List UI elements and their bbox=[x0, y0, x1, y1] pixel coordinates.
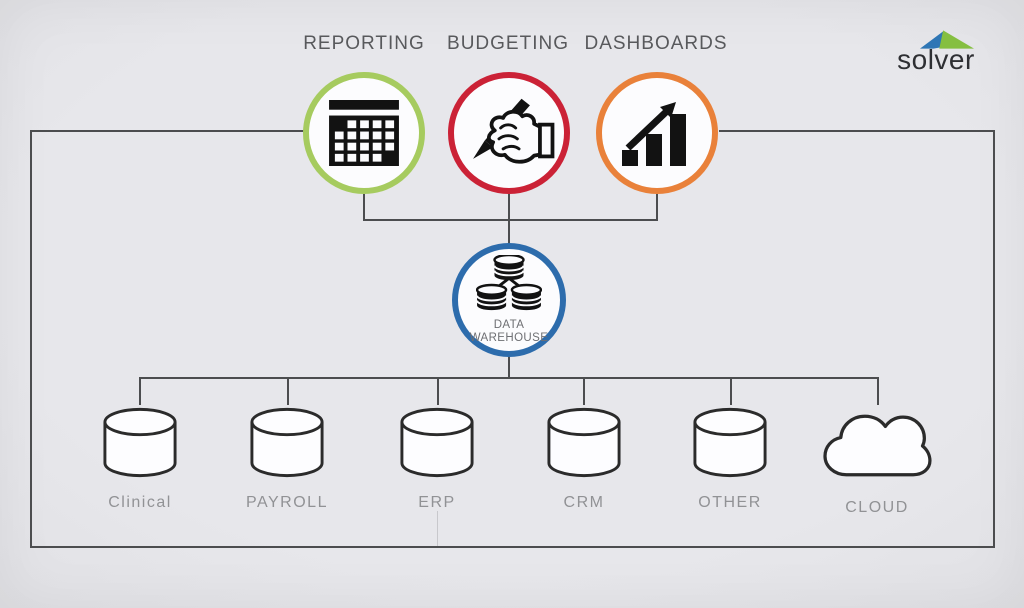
connector-other-drop bbox=[730, 377, 732, 405]
source-label: ERP bbox=[418, 494, 456, 511]
connector-sources-bus bbox=[139, 377, 879, 379]
connector-clinical-drop bbox=[139, 377, 141, 405]
reporting-label: REPORTING bbox=[303, 33, 425, 54]
solver-logo: solver bbox=[884, 30, 988, 75]
connector-right bbox=[993, 130, 995, 548]
database-cylinder-icon bbox=[250, 407, 324, 478]
data-warehouse-node: DATA WAREHOUSE bbox=[452, 243, 566, 357]
database-cylinder-icon bbox=[693, 407, 767, 478]
connector-crm-drop bbox=[583, 377, 585, 405]
source-other: OTHER bbox=[655, 406, 805, 512]
source-cloud: CLOUD bbox=[802, 406, 952, 517]
connector-reporting-drop bbox=[363, 194, 365, 220]
budgeting-label: BUDGETING bbox=[447, 33, 569, 54]
connector-outputs-bus bbox=[363, 219, 658, 221]
connector-warehouse-drop bbox=[508, 356, 510, 378]
source-erp: ERP bbox=[362, 406, 512, 512]
source-payroll: PAYROLL bbox=[212, 406, 362, 512]
reporting-node bbox=[303, 72, 425, 194]
dashboards-label: DASHBOARDS bbox=[584, 33, 728, 54]
connector-cloud-drop bbox=[877, 377, 879, 405]
connector-budgeting-to-warehouse bbox=[508, 194, 510, 244]
writing-hand-icon bbox=[473, 98, 555, 164]
connector-payroll-drop bbox=[287, 377, 289, 405]
source-label: CRM bbox=[563, 494, 605, 511]
cloud-icon bbox=[823, 414, 932, 477]
dashboards-node bbox=[596, 72, 718, 194]
calendar-report-icon bbox=[329, 100, 399, 166]
bar-chart-arrow-icon bbox=[622, 102, 686, 166]
connector-dashboards-drop bbox=[656, 194, 658, 220]
database-cylinder-icon bbox=[547, 407, 621, 478]
database-cylinder-icon bbox=[103, 407, 177, 478]
budgeting-node bbox=[448, 72, 570, 194]
database-cylinder-icon bbox=[400, 407, 474, 478]
connector-erp-drop bbox=[437, 377, 439, 405]
solver-logo-triangle-icon bbox=[920, 30, 974, 49]
connector-top-right bbox=[719, 130, 995, 132]
solver-logo-text: solver bbox=[897, 44, 975, 75]
connector-top-left bbox=[30, 130, 304, 132]
connector-erp-faded bbox=[437, 511, 438, 546]
logo-triangle-green bbox=[939, 30, 974, 49]
connector-bottom bbox=[30, 546, 995, 548]
source-crm: CRM bbox=[509, 406, 659, 512]
database-cluster-icon bbox=[476, 255, 542, 311]
source-label: OTHER bbox=[698, 494, 762, 511]
data-warehouse-label: DATA WAREHOUSE bbox=[469, 319, 549, 344]
connector-left bbox=[30, 130, 32, 548]
source-label: CLOUD bbox=[845, 499, 909, 516]
source-label: Clinical bbox=[108, 494, 172, 511]
source-clinical: Clinical bbox=[65, 406, 215, 512]
source-label: PAYROLL bbox=[246, 494, 328, 511]
